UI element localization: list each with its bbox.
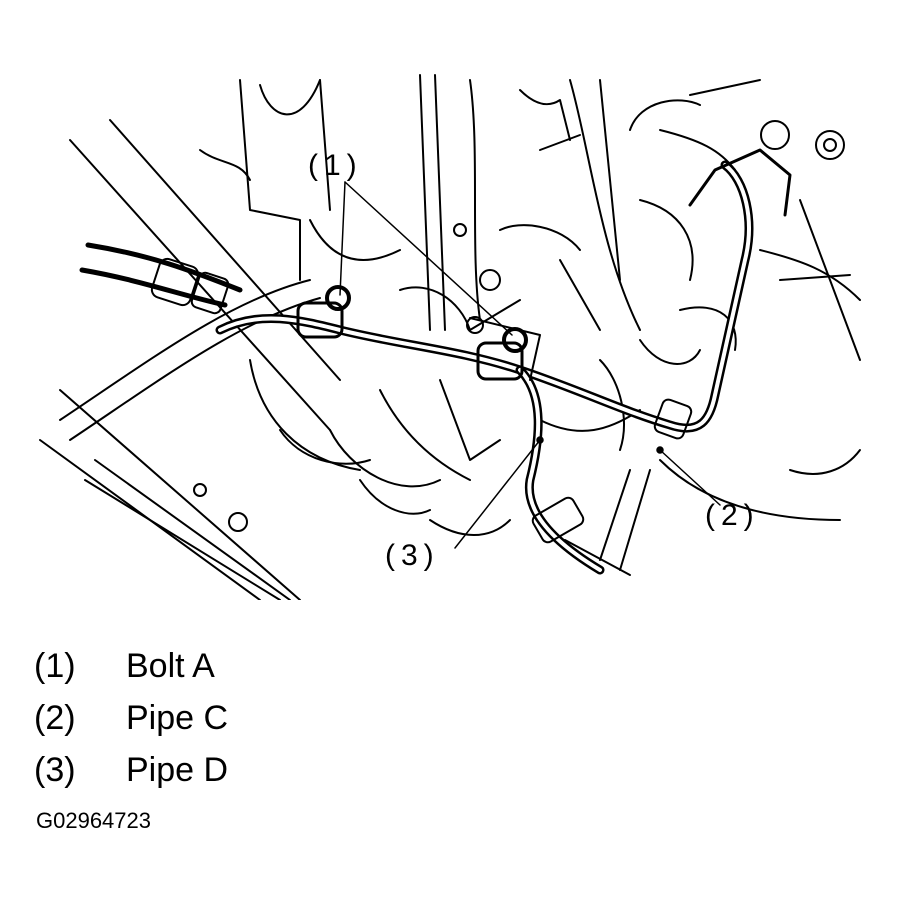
callout-1: (1) bbox=[308, 149, 363, 182]
legend-label: Pipe D bbox=[126, 751, 229, 789]
legend-label: Pipe C bbox=[126, 699, 229, 737]
pipe-c bbox=[215, 148, 792, 440]
legend-number: (1) bbox=[34, 647, 76, 685]
legend-number: (2) bbox=[34, 699, 76, 737]
bolt-a-clamps bbox=[296, 285, 541, 381]
leader-lines bbox=[339, 181, 721, 549]
figure-id: G02964723 bbox=[36, 808, 151, 833]
pipe-d bbox=[515, 365, 631, 576]
left-hose bbox=[59, 242, 321, 441]
callout-3: (3) bbox=[385, 539, 440, 572]
callout-2: (2) bbox=[705, 499, 760, 532]
legend-label: Bolt A bbox=[126, 647, 215, 685]
legend-number: (3) bbox=[34, 751, 76, 789]
background-fasteners bbox=[193, 120, 845, 532]
engine-pipe-illustration: (1) (2) (3) bbox=[39, 74, 861, 600]
